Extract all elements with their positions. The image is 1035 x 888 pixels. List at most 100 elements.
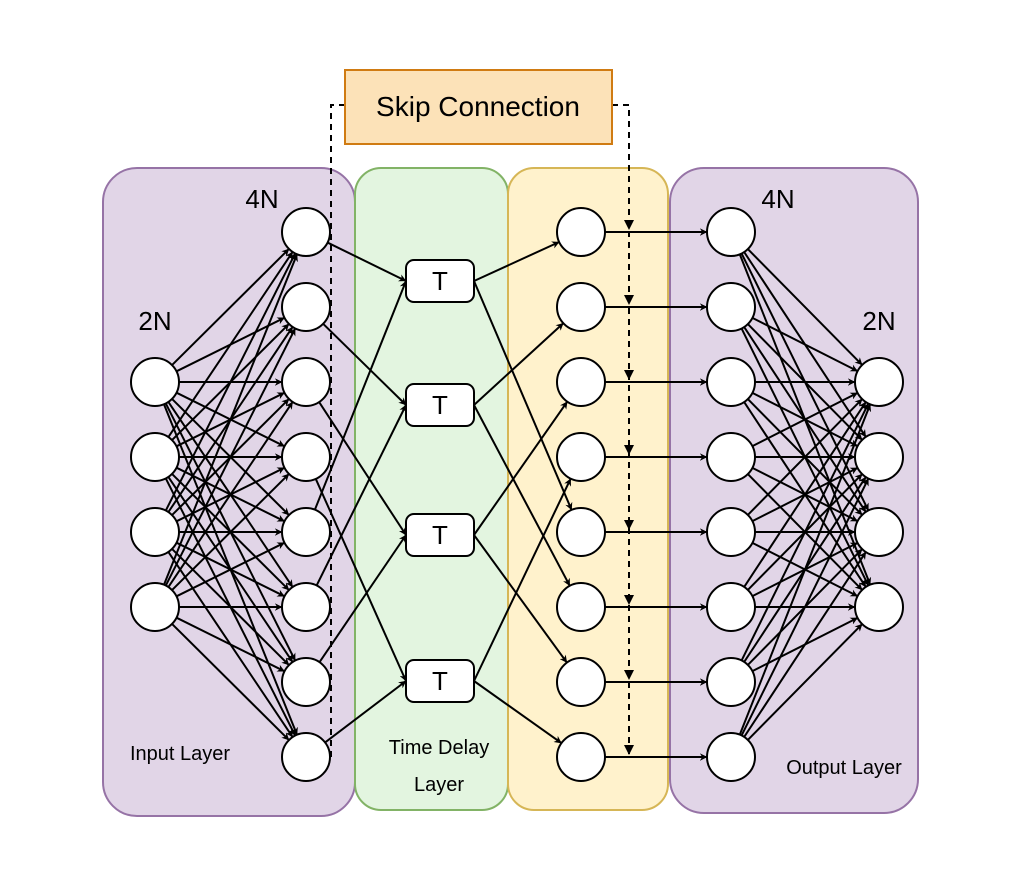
time-delay-unit-label: T (432, 666, 448, 696)
skip-connection-arrowhead (624, 520, 634, 530)
input-to-hidden-arrow (176, 616, 285, 673)
input-to-hidden-arrow (163, 253, 298, 586)
recombination-node (556, 357, 606, 407)
output-hidden-node (706, 357, 756, 407)
hidden-to-delay-arrow (327, 241, 407, 282)
output-node (854, 432, 904, 482)
output-layer-label: Output Layer (786, 757, 902, 779)
delay-to-hidden-arrow (473, 404, 571, 587)
hidden-to-delay-arrow (318, 534, 407, 663)
input-to-hidden-arrow (171, 623, 290, 741)
output-hidden-node (706, 507, 756, 557)
input-hidden-count-label: 4N (245, 184, 278, 214)
output-hidden-node (706, 582, 756, 632)
input-to-hidden-arrow (164, 327, 297, 587)
input-hidden-node (281, 207, 331, 257)
nodes: T T T T (130, 207, 904, 782)
recombination-node (556, 657, 606, 707)
recombination-node (556, 432, 606, 482)
skip-connection-arrowhead (624, 745, 634, 755)
input-hidden-node (281, 657, 331, 707)
output-hidden-count-label: 4N (761, 184, 794, 214)
skip-connection-target-line (612, 104, 630, 757)
delay-to-hidden-arrow (473, 680, 563, 744)
output-hidden-node (706, 432, 756, 482)
time-delay-unit (405, 383, 475, 427)
output-node (854, 507, 904, 557)
output-hidden-node (706, 207, 756, 257)
input-node (130, 432, 180, 482)
recombination-node (556, 582, 606, 632)
delay-to-hidden-arrow (473, 322, 564, 406)
output-node (854, 582, 904, 632)
input-hidden-node (281, 732, 331, 782)
skip-connection-box (344, 69, 613, 145)
hidden-to-output-arrow (747, 398, 863, 516)
input-count-label: 2N (138, 306, 171, 336)
input-hidden-node (281, 582, 331, 632)
skip-connection-arrowhead (624, 595, 634, 605)
output-count-label: 2N (862, 306, 895, 336)
recombination-layer-panel (507, 167, 669, 811)
hidden-to-output-arrow (743, 551, 867, 738)
hidden-to-delay-arrow (324, 680, 407, 744)
hidden-to-delay-arrow (313, 280, 407, 511)
skip-connection-arrowhead (624, 220, 634, 230)
input-hidden-node (281, 432, 331, 482)
input-layer-label: Input Layer (130, 743, 230, 765)
skip-connection-label: Skip Connection (376, 91, 580, 122)
recombination-node (556, 732, 606, 782)
output-node (854, 357, 904, 407)
output-layer-panel (669, 167, 919, 814)
delay-to-hidden-arrow (473, 280, 573, 511)
skip-connection-source-line (330, 104, 345, 757)
hidden-to-delay-arrow (322, 323, 407, 406)
input-hidden-node (281, 282, 331, 332)
hidden-to-output-arrow (751, 316, 859, 373)
time-delay-unit (405, 513, 475, 557)
delay-to-hidden-arrow (473, 534, 568, 664)
delay-to-hidden-arrow (473, 478, 572, 682)
hidden-to-output-arrow (740, 403, 870, 661)
time-delay-unit-label: T (432, 520, 448, 550)
input-to-hidden-arrow (164, 252, 297, 512)
delay-to-hidden-arrow (473, 241, 560, 282)
time-delay-layer-label-line2: Layer (414, 774, 464, 796)
connections (163, 228, 872, 761)
input-to-hidden-arrow (167, 251, 294, 438)
recombination-node (556, 207, 606, 257)
output-hidden-node (706, 282, 756, 332)
hidden-to-output-arrow (747, 623, 863, 741)
hidden-to-output-arrow (747, 248, 863, 366)
recombination-node (556, 507, 606, 557)
input-to-hidden-arrow (167, 401, 294, 588)
input-to-hidden-arrow (176, 541, 285, 598)
time-delay-unit (405, 659, 475, 703)
output-hidden-node (706, 732, 756, 782)
time-delay-unit-label: T (432, 266, 448, 296)
input-hidden-node (281, 507, 331, 557)
delay-to-hidden-arrow (473, 401, 569, 536)
input-hidden-node (281, 357, 331, 407)
hidden-to-delay-arrow (318, 401, 407, 536)
recombination-node (556, 282, 606, 332)
skip-connection-arrowhead (624, 670, 634, 680)
input-to-hidden-arrow (171, 248, 290, 366)
hidden-to-output-arrow (740, 478, 870, 736)
input-node (130, 357, 180, 407)
input-node (130, 582, 180, 632)
skip-connection-arrowhead (624, 370, 634, 380)
time-delay-unit-label: T (432, 390, 448, 420)
hidden-to-output-arrow (738, 403, 872, 736)
hidden-to-output-arrow (743, 401, 867, 588)
input-to-hidden-arrow (171, 473, 290, 591)
hidden-to-output-arrow (751, 391, 859, 448)
input-node (130, 507, 180, 557)
output-hidden-node (706, 657, 756, 707)
skip-connections (330, 104, 634, 757)
skip-connection-arrowhead (624, 295, 634, 305)
skip-connection-arrowhead (624, 445, 634, 455)
time-delay-layer-label-line1: Time Delay (389, 737, 489, 759)
